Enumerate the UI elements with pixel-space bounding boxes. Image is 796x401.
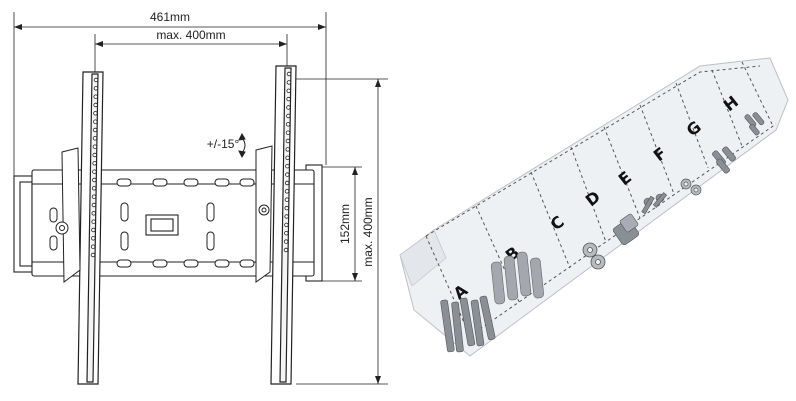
- arm-hole: [91, 186, 97, 191]
- bag-rim-line: [425, 65, 761, 237]
- vesa-horizontal-label: max. 400mm: [156, 28, 225, 42]
- arm-hole: [92, 152, 97, 158]
- arm-hole: [93, 119, 98, 124]
- arm-hole: [285, 163, 290, 169]
- arm-hole: [284, 197, 290, 202]
- arm-hole: [284, 230, 289, 236]
- compartment-divider: [425, 235, 471, 337]
- wall-anchors-compartment-b: [490, 251, 544, 305]
- arm-hole: [92, 136, 98, 141]
- screws-compartment-g: [712, 146, 736, 174]
- arm-hole: [286, 113, 291, 119]
- arm-hole: [286, 80, 292, 85]
- arm-hole: [283, 247, 289, 253]
- arm-hole: [284, 214, 289, 219]
- tilt-angle-label: +/-15°: [207, 137, 240, 151]
- arm-hole: [284, 180, 290, 186]
- arm-hole: [286, 105, 291, 110]
- arm-hole: [91, 227, 96, 233]
- screws-compartment-a: [440, 295, 496, 353]
- vesa-vertical-label: max. 400mm: [361, 197, 375, 266]
- arm-hole: [286, 88, 291, 93]
- level-window: [145, 214, 179, 236]
- arm-hole: [91, 236, 96, 241]
- arm-hole: [93, 77, 99, 83]
- compartment-divider: [570, 146, 607, 243]
- bag-seal: [399, 229, 447, 287]
- compartment-divider: [639, 104, 675, 195]
- spacers-compartment-d: [612, 213, 640, 246]
- washers-compartment-f: [680, 178, 702, 196]
- arm-hole: [285, 122, 291, 127]
- arm-hole: [93, 94, 98, 99]
- arm-hole: [285, 155, 290, 160]
- arm-mounting-holes: [90, 71, 292, 258]
- arm-hole: [92, 177, 97, 183]
- bolts-compartment-e: [641, 192, 668, 215]
- arm-hole: [90, 244, 96, 249]
- arm-hole: [286, 96, 291, 102]
- washers-compartment-c: [582, 242, 606, 270]
- arm-hole: [284, 189, 290, 194]
- dimension-lines: [13, 12, 388, 385]
- compartment-divider: [603, 126, 641, 219]
- arm-hole: [92, 169, 97, 174]
- arm-hole: [285, 172, 290, 177]
- arm-hole: [284, 205, 289, 211]
- arm-hole: [286, 71, 292, 77]
- dimension-arrowheads: [14, 24, 381, 384]
- arm-hole: [285, 130, 291, 135]
- right-arm-hinge: [255, 145, 273, 283]
- overall-width-label: 461mm: [150, 10, 190, 24]
- arm-hole: [93, 111, 98, 116]
- screws-compartment-h: [744, 112, 765, 136]
- arm-hole: [90, 252, 96, 258]
- arm-hole: [92, 161, 97, 166]
- compartment-divider: [711, 69, 743, 147]
- arm-hole: [91, 219, 96, 224]
- arm-hole: [285, 138, 291, 144]
- wall-plate-slots: [49, 178, 255, 268]
- compartment-divider: [530, 171, 571, 269]
- arm-hole: [91, 194, 97, 199]
- arm-hole: [91, 211, 96, 216]
- right-tv-arm: [270, 65, 297, 385]
- arm-hole: [283, 239, 289, 244]
- arm-hole: [93, 86, 99, 91]
- arm-hole: [92, 144, 98, 149]
- left-tv-arm: [77, 71, 104, 385]
- arm-hole: [91, 202, 97, 208]
- arm-hole: [93, 102, 98, 108]
- arm-hole: [92, 127, 98, 133]
- left-arm-hinge: [55, 147, 81, 283]
- plate-height-label: 152mm: [338, 204, 352, 244]
- arm-hole: [284, 222, 289, 228]
- tilt-arrow-icon: [238, 132, 246, 159]
- arm-hole: [285, 147, 290, 152]
